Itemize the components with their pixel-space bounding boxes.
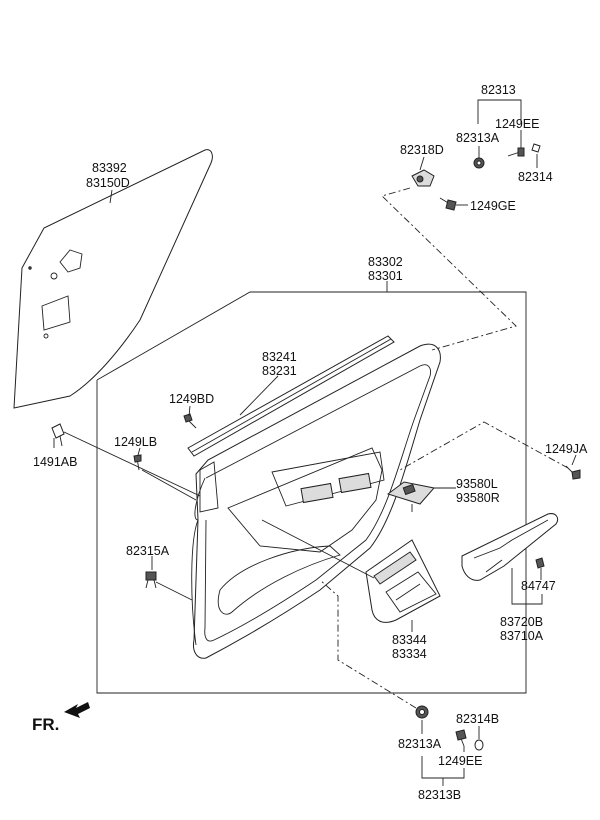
leader-1249LB-panel [141,469,197,501]
label-83720B: 83720B [500,615,543,629]
leader-1249BD [188,405,191,417]
leader-83334-panel [261,519,375,579]
label-82314: 82314 [518,170,553,184]
clip-82315A [145,571,157,589]
screw-84747 [535,557,545,569]
leader-1249JA-panel [399,421,569,471]
assembly-frame [96,291,527,694]
label-1249EE-bottom: 1249EE [438,754,482,768]
label-82315A: 82315A [126,544,170,558]
leader-82318D-panel [381,187,517,351]
label-82313: 82313 [481,83,516,97]
bracket-82318D [411,169,435,187]
label-1491AB: 1491AB [33,455,77,469]
label-83344: 83344 [392,633,427,647]
leader-82315A-panel [155,581,193,601]
screw-1249LB [133,454,142,471]
leader-83150D [109,189,113,204]
label-84747: 84747 [521,579,556,593]
cup-82313A-top [473,157,485,169]
leader-83231 [239,375,279,416]
leader-1491AB-panel [63,431,201,497]
bracket-82313-top [477,99,522,124]
label-83334: 83334 [392,647,427,661]
label-93580L: 93580L [456,477,498,491]
screw-1249JA [565,465,581,480]
label-93580R: 93580R [456,491,500,505]
leader-1249LB [137,447,141,456]
leader-82318D [419,156,425,171]
label-83150D: 83150D [86,176,130,190]
label-82318D: 82318D [400,143,444,157]
door-trim-panel [191,343,441,659]
leader-cup-bottom-panel [319,579,417,709]
label-1249BD: 1249BD [169,392,214,406]
label-1249LB: 1249LB [114,435,157,449]
screw-1249EE-top [507,147,525,157]
armrest-inner-panel [365,539,441,623]
leader-1249JA [571,454,577,466]
cup-82313A-bottom [415,705,429,719]
label-1249EE-top: 1249EE [495,117,539,131]
label-82313B: 82313B [418,788,461,802]
label-83392: 83392 [92,161,127,175]
label-83231: 83231 [262,364,297,378]
label-83302: 83302 [368,255,403,269]
screw-1249GE [439,197,457,211]
cap-82314B [474,739,484,751]
label-83710A: 83710A [500,629,544,643]
label-83301: 83301 [368,269,403,283]
belt-weatherstrip [187,335,395,457]
screw-1249EE-bottom [455,729,467,747]
label-82313A-top: 82313A [456,131,500,145]
label-1249GE: 1249GE [470,199,516,213]
bracket-83720B [511,568,543,605]
label-1249JA: 1249JA [545,442,588,456]
armrest-handle [461,513,559,581]
clip-1491AB [51,423,65,448]
label-82314B: 82314B [456,712,499,726]
label-83241: 83241 [262,350,297,364]
label-fr: FR. [32,715,59,734]
screw-1249BD [183,413,197,429]
front-direction-arrow-icon [64,702,90,718]
label-82313A-bottom: 82313A [398,737,442,751]
insulation-pad [13,149,213,409]
cap-82314 [531,143,541,153]
